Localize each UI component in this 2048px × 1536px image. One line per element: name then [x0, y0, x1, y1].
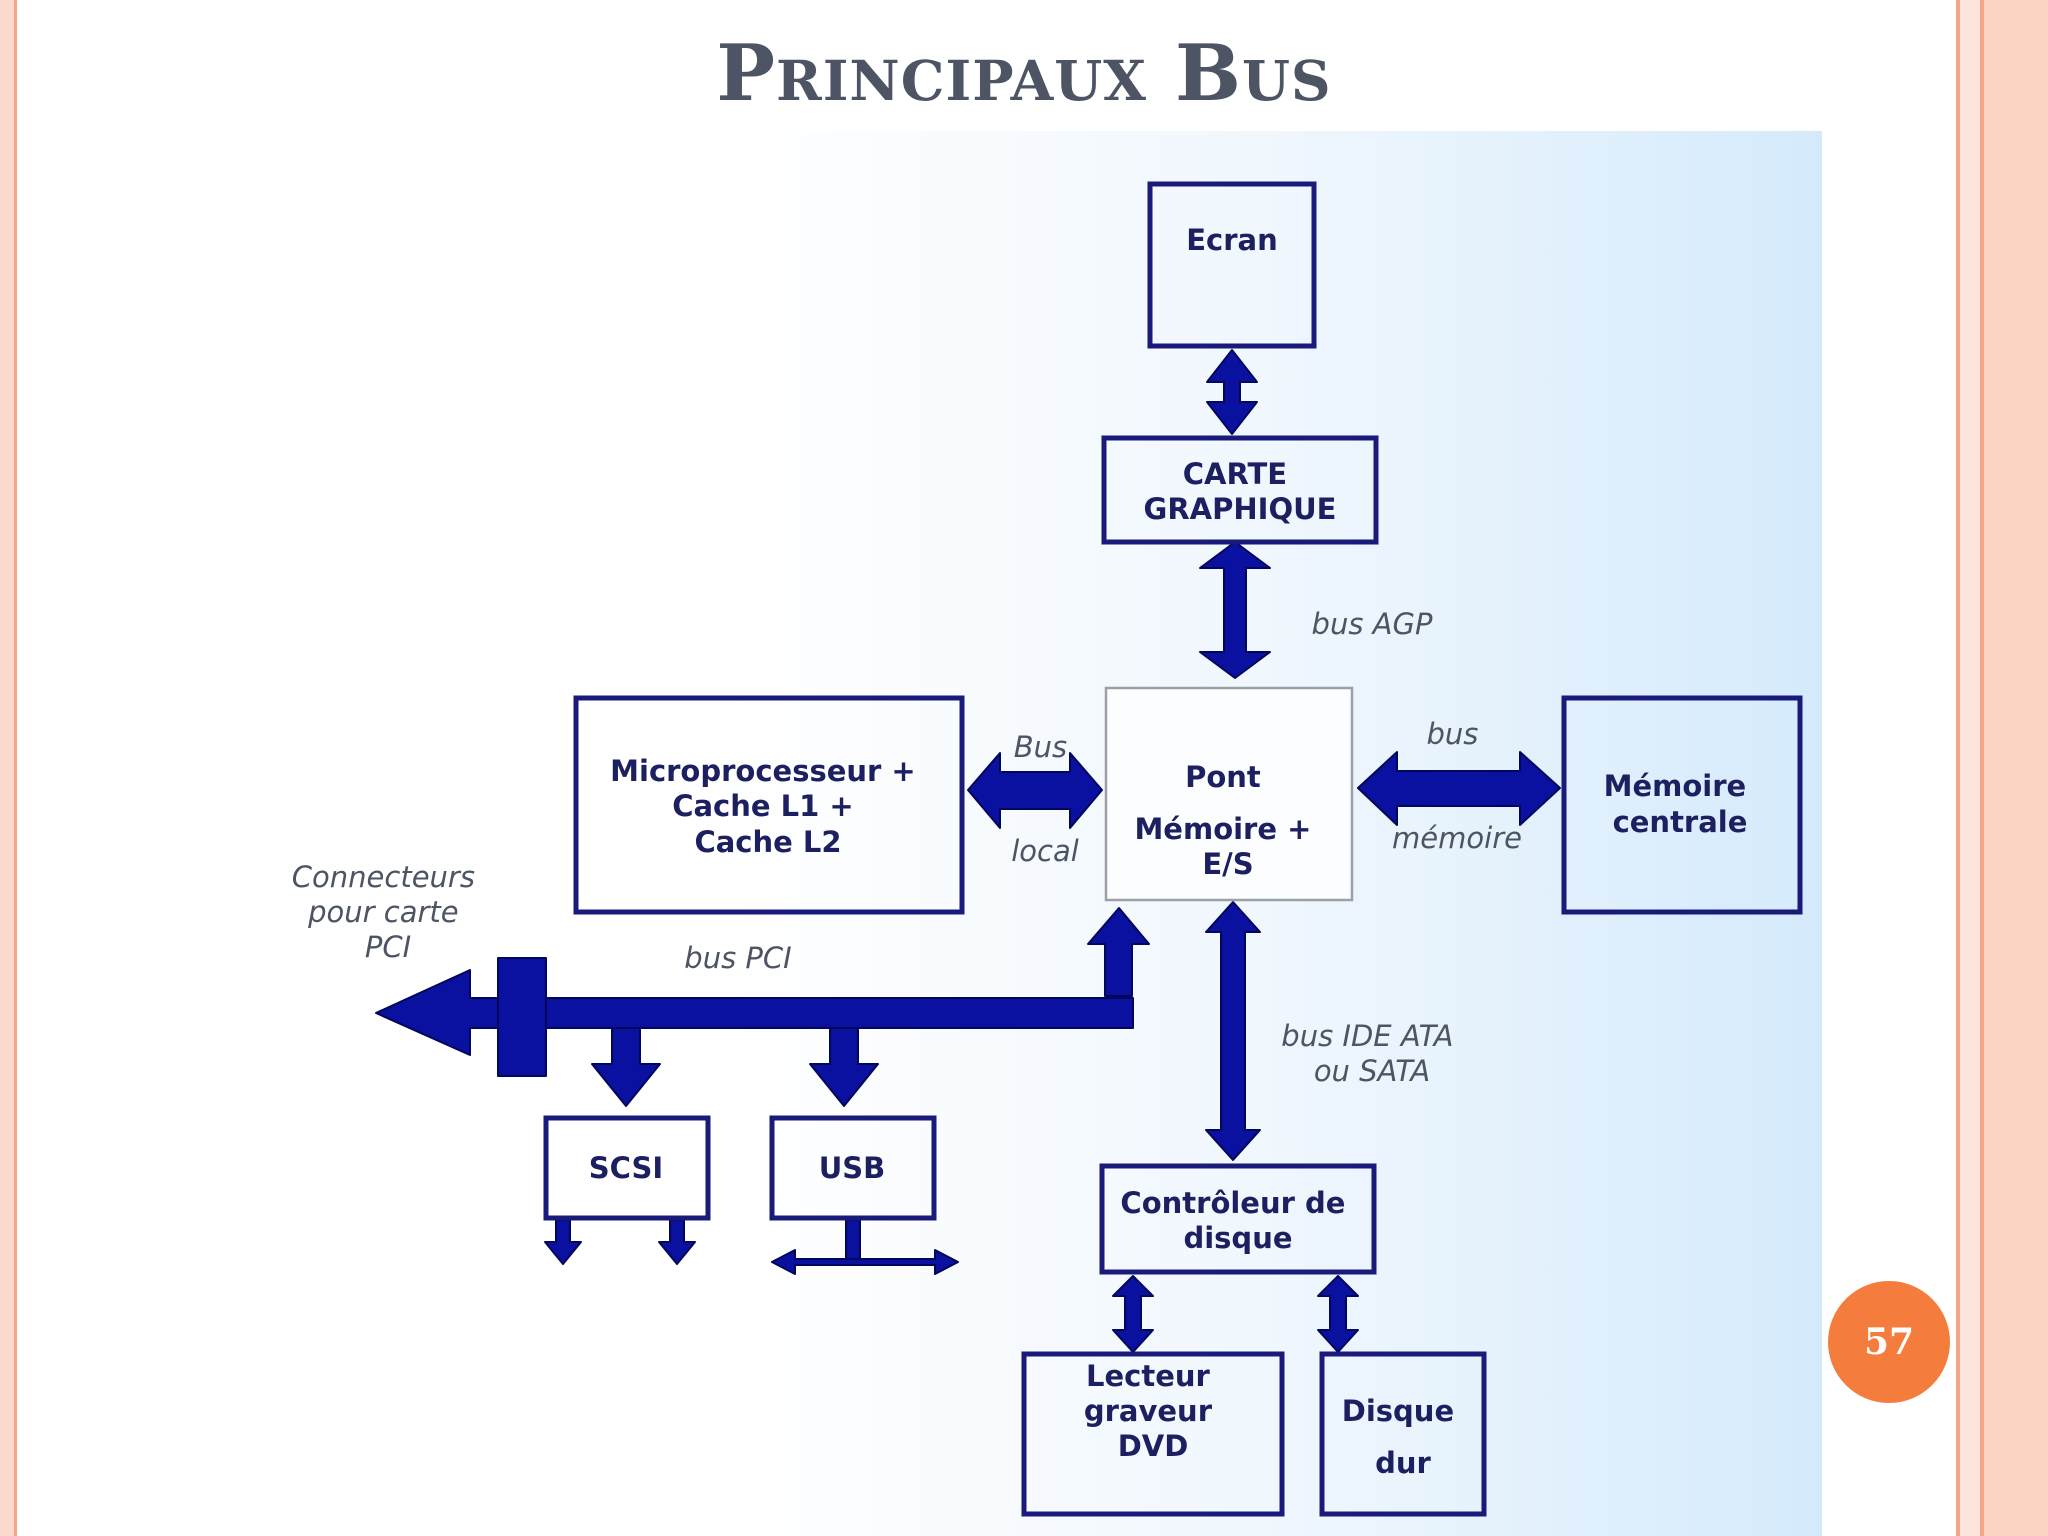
label-usb: USB: [819, 1151, 886, 1185]
label-connecteurs-pci: Connecteurs pour carte PCI: [292, 860, 484, 964]
label-lecteur-dvd: Lecteur graveur DVD: [1084, 1359, 1222, 1463]
slide-title: Principaux Bus: [716, 28, 1332, 119]
label-memoire-centrale: Mémoire centrale: [1604, 769, 1757, 839]
arrow-bus-pci: [375, 969, 1134, 1056]
pci-connector: [497, 957, 547, 1077]
page-number-badge: 57: [1828, 1281, 1950, 1403]
arrow-bus-agp: [1199, 541, 1271, 679]
arrow-bus-memoire: [1357, 751, 1561, 826]
box-ecran: [1147, 181, 1317, 349]
slide-frame-right: [1984, 0, 2048, 1536]
box-microprocesseur: [573, 695, 965, 915]
arrow-scsi-out-right: [658, 1219, 696, 1265]
box-memoire-centrale: [1561, 695, 1803, 915]
box-carte-graphique: [1101, 435, 1379, 545]
arrow-pci-scsi: [591, 1027, 661, 1107]
slide-frame-left: [0, 0, 14, 1536]
box-lecteur-dvd: [1021, 1351, 1285, 1517]
arrow-bus-ide: [1205, 901, 1261, 1161]
label-carte-graphique: CARTE GRAPHIQUE: [1144, 457, 1337, 526]
label-disque-dur: Disque dur: [1342, 1394, 1464, 1480]
arrow-ctrl-dvd: [1112, 1275, 1154, 1353]
label-bus-pci: bus PCI: [684, 941, 791, 975]
usb-out-bar: [771, 1249, 959, 1275]
label-bus-ide: bus IDE ATA ou SATA: [1281, 1019, 1462, 1088]
usb-out-stem: [845, 1219, 861, 1261]
box-usb: [769, 1115, 937, 1221]
arrow-scsi-out-left: [544, 1219, 582, 1265]
label-bus-agp: bus AGP: [1312, 607, 1433, 641]
slide-frame-right: [1956, 0, 1960, 1536]
arrow-pci-usb: [809, 1027, 879, 1107]
slide-frame-right: [1980, 0, 1984, 1536]
label-bus-local: Bus local: [1011, 730, 1079, 868]
arrow-ecran-carte: [1206, 349, 1258, 435]
label-scsi: SCSI: [589, 1151, 663, 1185]
label-bus-memoire: bus mémoire: [1392, 717, 1522, 855]
slide-frame-left-line: [14, 0, 17, 1536]
box-scsi: [543, 1115, 711, 1221]
arrow-ctrl-disque: [1317, 1275, 1359, 1353]
box-disque-dur: [1319, 1351, 1487, 1517]
box-controleur: [1099, 1163, 1377, 1275]
arrow-pci-up: [1087, 907, 1150, 997]
label-microprocesseur: Microprocesseur + Cache L1 + Cache L2: [610, 754, 926, 859]
label-ecran: Ecran: [1186, 223, 1278, 257]
label-pont: Pont Mémoire + E/S: [1134, 760, 1321, 881]
box-pont: [1104, 686, 1354, 902]
slide-frame-right: [1960, 0, 1980, 1536]
label-controleur: Contrôleur de disque: [1120, 1186, 1355, 1255]
arrow-bus-local: [967, 752, 1103, 829]
